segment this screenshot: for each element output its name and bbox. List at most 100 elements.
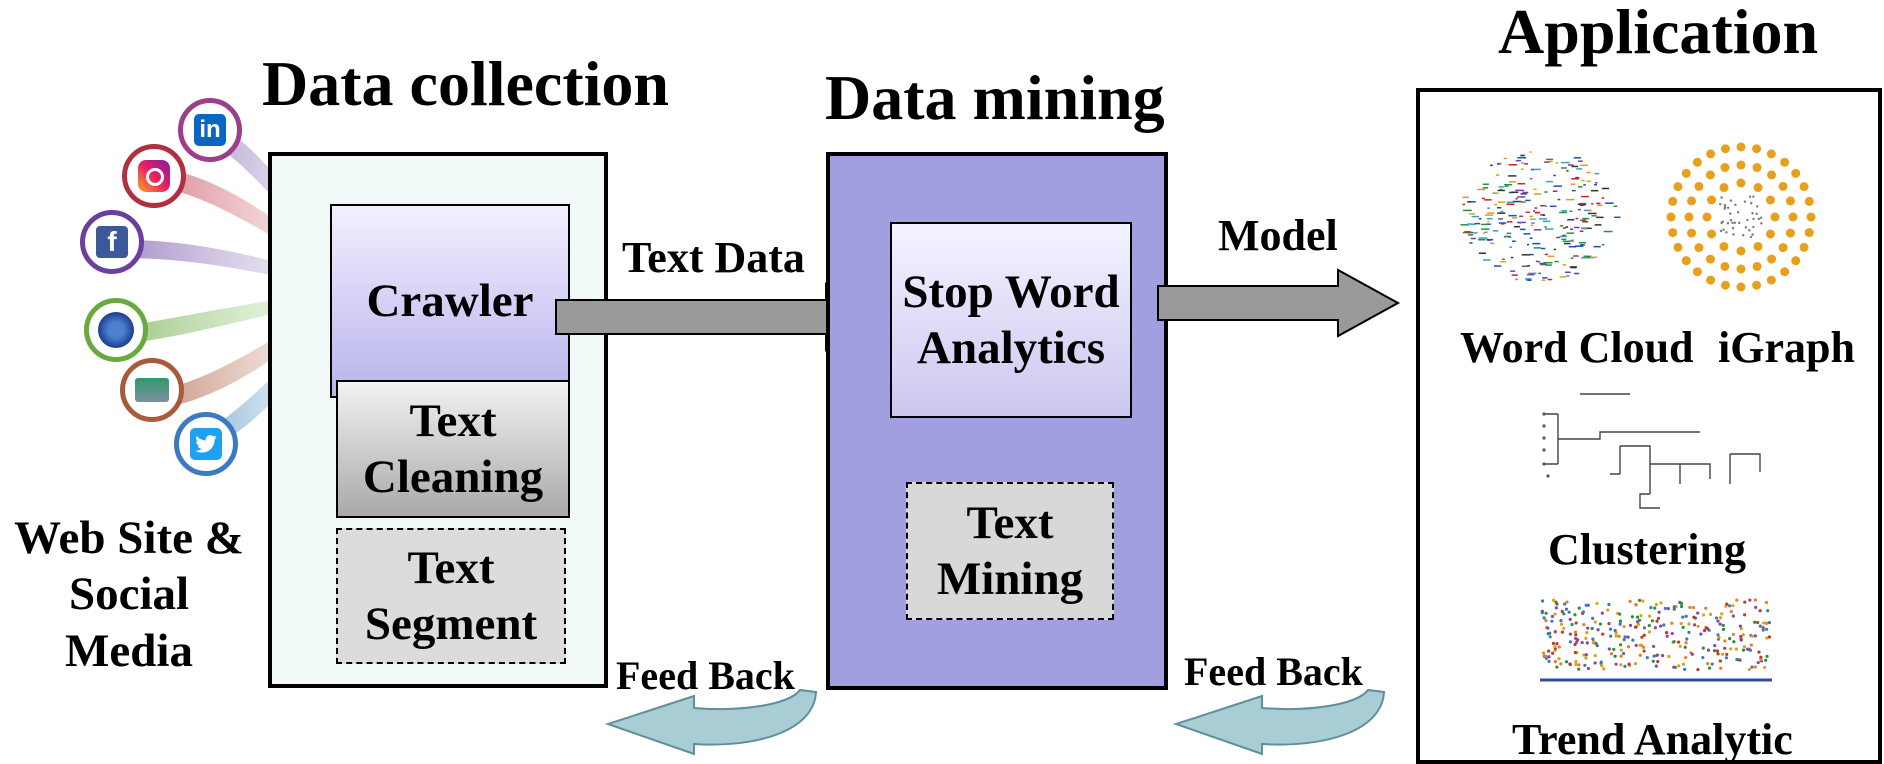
word-cloud-mark [1498,186,1504,188]
application-panel [1416,88,1882,764]
trend-mark [1677,664,1681,668]
trend-mark [1684,614,1688,618]
word-cloud-mark [1525,199,1531,202]
word-cloud-mark [1537,261,1541,263]
trend-mark [1553,644,1557,649]
igraph-node [1770,212,1780,222]
instagram-icon [122,144,186,208]
igraph-edge-dot [1749,235,1753,239]
igraph-node [1780,267,1790,277]
word-cloud-mark [1482,183,1489,186]
word-cloud-mark [1544,226,1547,228]
igraph-edge-dot [1726,222,1730,225]
trend-mark [1679,604,1684,609]
facebook-icon: f [80,210,144,274]
word-cloud-mark [1544,253,1549,256]
word-cloud-mark [1542,277,1548,279]
feedback-left-label: Feed Back [616,653,795,698]
word-cloud-mark [1524,278,1532,280]
word-cloud-mark [1572,255,1579,257]
igraph-node [1767,254,1777,264]
igraph-edge-dot [1759,216,1763,219]
trend-mark [1609,652,1614,656]
word-cloud-mark [1586,180,1591,183]
igraph-node [1666,212,1676,222]
trend-mark [1706,648,1711,652]
word-cloud-mark [1542,214,1546,216]
igraph-edge-dot [1750,202,1753,205]
word-cloud-mark [1576,168,1583,170]
word-cloud-mark [1510,256,1514,259]
trend-mark [1663,606,1667,610]
word-cloud-label: Word Cloud [1460,323,1694,372]
trend-mark [1593,653,1597,658]
word-cloud-mark [1511,274,1518,276]
igraph-edge-dot [1723,204,1727,207]
igraph-node [1753,241,1763,251]
igraph-edge-dot [1721,220,1724,223]
trend-mark [1739,637,1743,641]
trend-mark [1648,614,1652,618]
word-cloud-mark [1539,262,1546,265]
word-cloud-mark [1474,222,1481,225]
igraph-edge-dot [1729,199,1733,202]
word-cloud-mark [1504,183,1513,186]
trend-mark [1710,662,1714,666]
trend-mark [1599,660,1603,664]
trend-mark [1731,632,1736,637]
trend-mark [1690,652,1694,656]
word-cloud-mark [1581,257,1588,259]
igraph-edge-dot [1752,195,1755,198]
word-cloud-mark [1547,278,1553,281]
word-cloud-mark [1492,230,1499,232]
igraph-edge-dot [1725,231,1728,234]
trend-mark [1718,622,1722,626]
igraph-node [1706,275,1716,285]
trend-mark [1721,627,1726,631]
trend-mark [1619,654,1623,658]
trend-mark [1547,659,1551,664]
website-icon [84,298,148,362]
trend-mark [1739,627,1743,631]
feedback-left-arrow [604,688,818,756]
word-cloud-mark [1517,182,1526,185]
igraph-node [1736,264,1746,274]
igraph-node [1804,228,1814,238]
word-cloud-mark [1500,223,1505,225]
trend-mark [1642,649,1646,653]
trend-mark [1727,604,1732,608]
word-cloud-mark [1575,176,1580,179]
word-cloud-mark [1559,211,1567,214]
trend-mark [1761,626,1765,630]
word-cloud-mark [1521,265,1528,268]
trend-mark [1642,626,1647,630]
igraph-node [1720,163,1730,173]
word-cloud-mark [1594,172,1600,175]
trend-mark [1600,611,1604,615]
trend-mark [1666,607,1670,611]
word-cloud-mark [1515,189,1525,192]
trend-mark [1636,622,1641,626]
word-cloud-mark [1577,160,1583,162]
trend-mark [1729,647,1733,651]
igraph-node [1707,195,1717,205]
word-cloud-mark [1487,207,1490,209]
word-cloud-mark [1559,276,1566,278]
word-cloud-mark [1597,204,1603,207]
model-arrow [1157,268,1401,338]
trend-mark [1555,641,1559,646]
trend-mark [1567,610,1571,614]
trend-mark [1586,603,1590,607]
igraph-node [1720,280,1730,290]
word-cloud-mark [1494,203,1498,206]
crawler-box: Crawler [330,204,570,398]
word-cloud-mark [1462,196,1469,199]
word-cloud-mark [1506,201,1514,204]
igraph-edge-dot [1722,228,1725,231]
word-cloud-mark [1525,211,1530,214]
word-cloud-mark [1533,210,1536,212]
word-cloud-mark [1482,232,1485,234]
stop-word-analytics-box: Stop Word Analytics [890,222,1132,418]
trend-mark [1637,618,1642,622]
trend-mark [1638,643,1642,647]
